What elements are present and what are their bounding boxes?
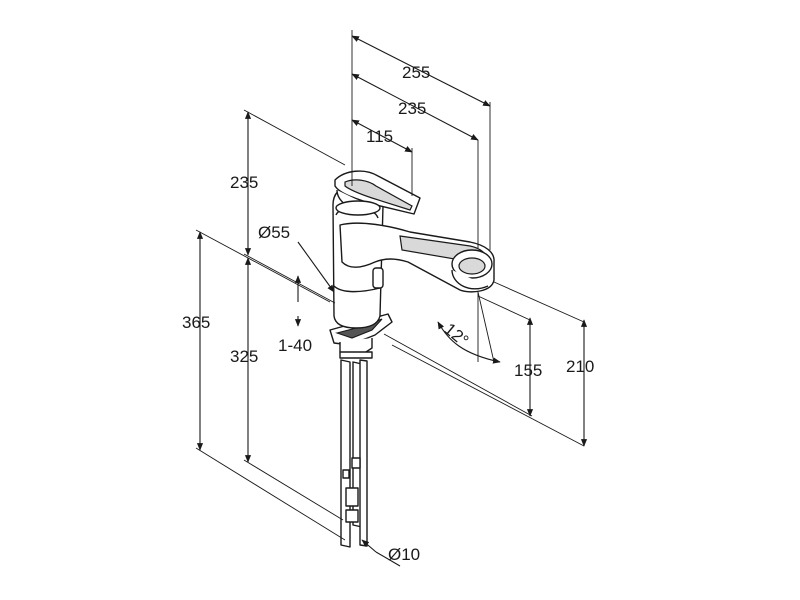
label-deck-thickness: 1-40: [278, 336, 312, 355]
label-235-top: 235: [398, 99, 426, 118]
label-spray-angle: 12°: [440, 319, 472, 350]
lever-handle: [334, 170, 421, 216]
label-210: 210: [566, 357, 594, 376]
label-255: 255: [402, 63, 430, 82]
dim-line-115: [351, 119, 413, 153]
dimension-lines: [195, 30, 588, 567]
dim-arc-spray-angle: [437, 321, 501, 364]
faucet-illustration: [329, 170, 495, 548]
pull-out-spout: [339, 222, 495, 293]
dim-line-235-top: [351, 73, 479, 141]
label-365: 365: [182, 313, 210, 332]
label-diameter-10: Ø10: [388, 545, 420, 564]
dim-line-diameter-55: [297, 241, 335, 293]
label-325: 325: [230, 347, 258, 366]
supply-hoses: [340, 359, 368, 548]
label-diameter-55: Ø55: [258, 223, 290, 242]
label-235-left: 235: [230, 173, 258, 192]
label-115: 115: [366, 127, 393, 146]
label-155: 155: [514, 361, 542, 380]
dim-line-diameter-10: [361, 539, 377, 553]
